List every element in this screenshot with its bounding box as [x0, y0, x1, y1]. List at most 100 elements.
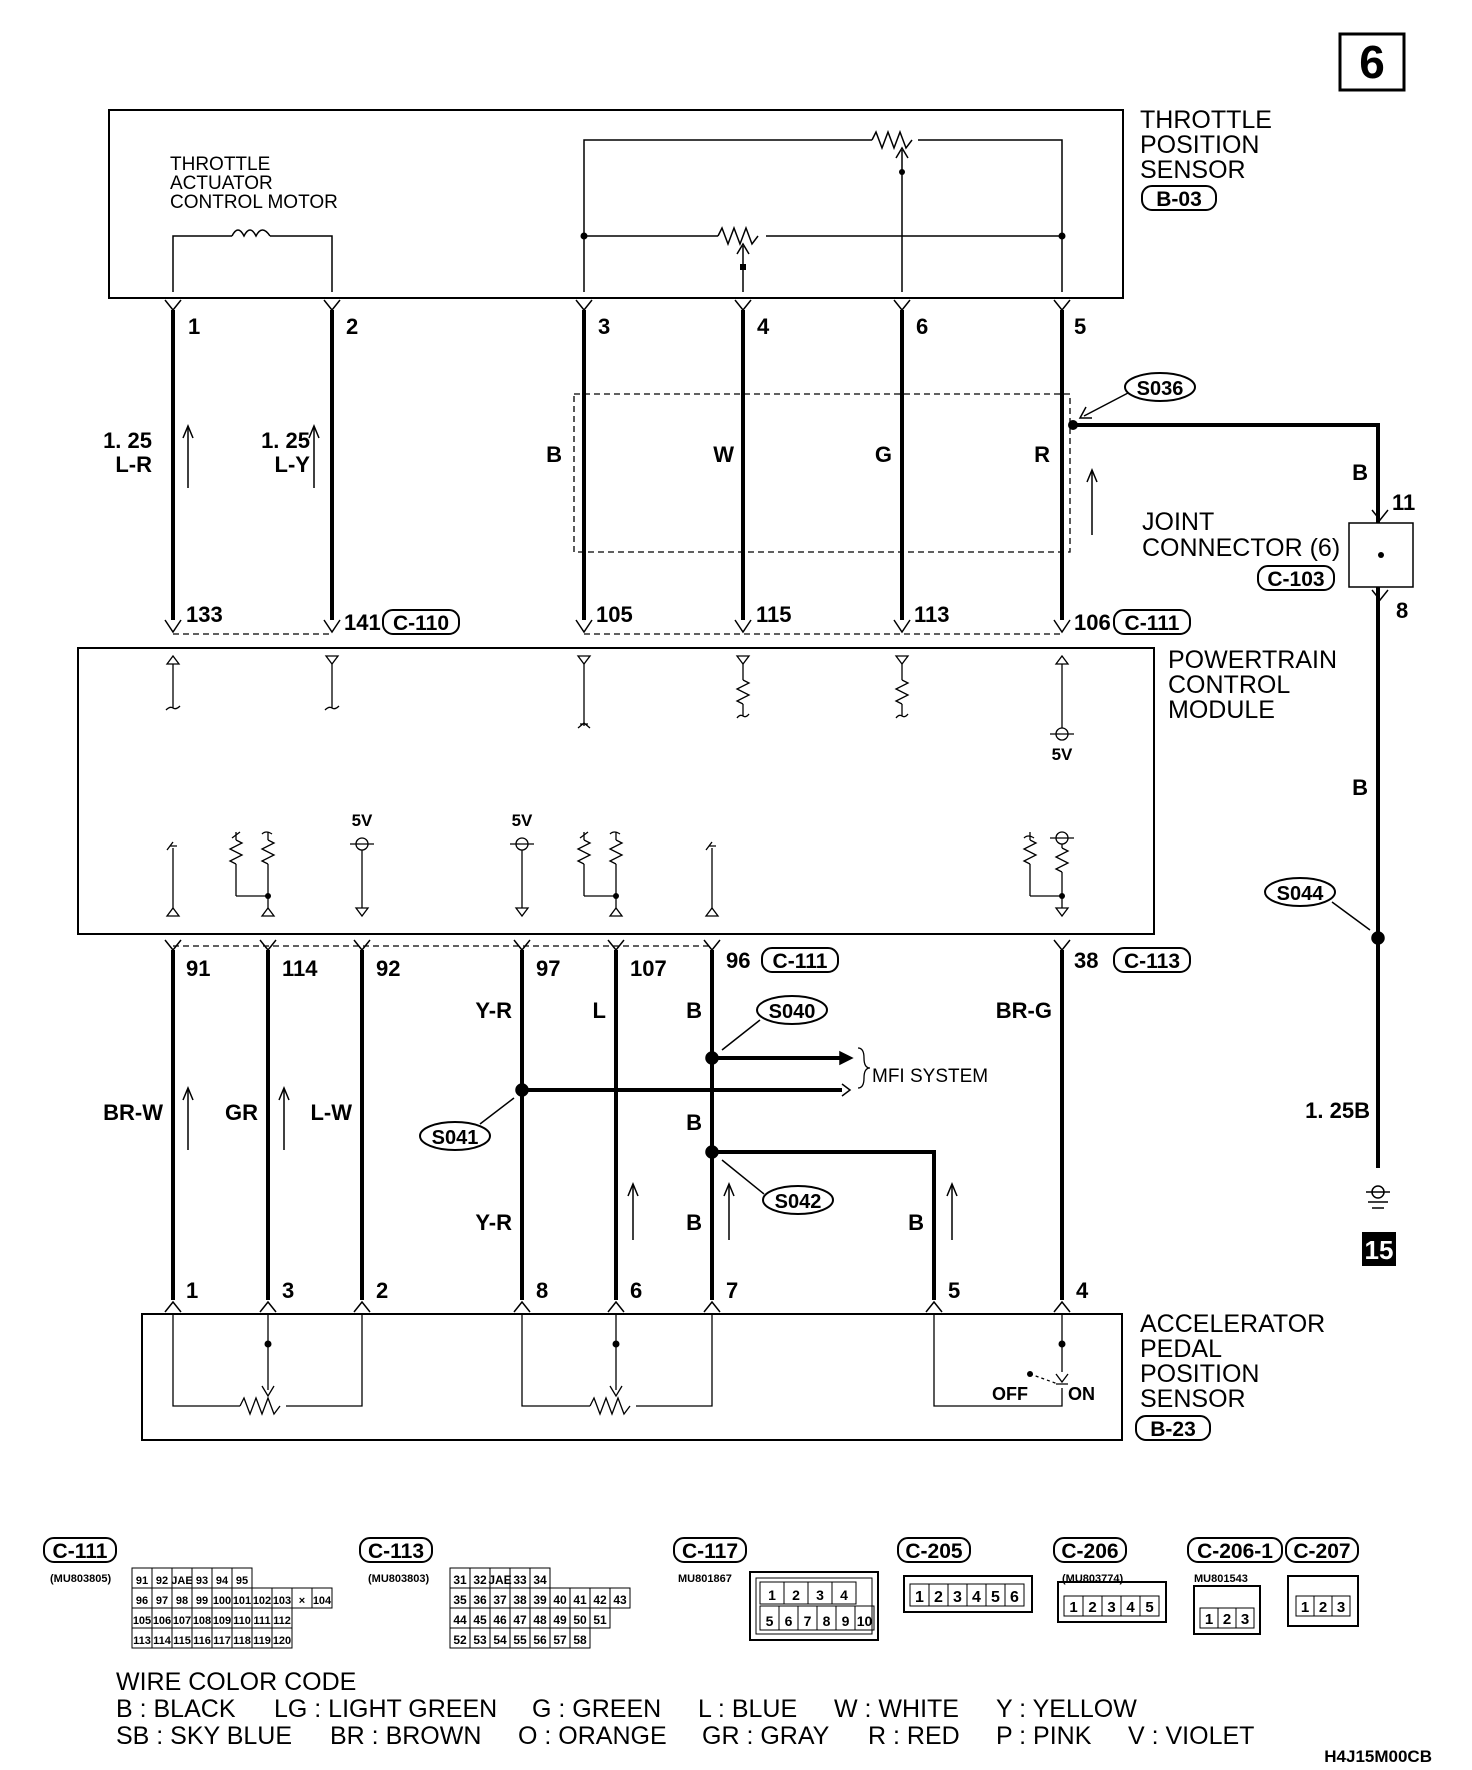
wire-label-8: B [1352, 775, 1368, 800]
c111-pin-label: 110 [233, 1615, 251, 1627]
c113-cell [589, 1607, 611, 1629]
c111-pin-label: 113 [133, 1635, 151, 1647]
svg-text:S040: S040 [769, 1001, 816, 1023]
svg-text:S042: S042 [775, 1191, 822, 1213]
c113-pin-label: 54 [493, 1633, 507, 1647]
wire-color-legend: WIRE COLOR CODE B : BLACK LG : LIGHT GRE… [116, 1668, 1432, 1766]
c2061-pin-label: 2 [1223, 1611, 1231, 1628]
accelerator-pedal-position-sensor: ACCELERATOR PEDAL POSITION SENSOR B-23 O… [141, 1310, 1325, 1441]
resistor-icon [871, 129, 913, 151]
c111-pin-label: 96 [136, 1595, 148, 1607]
wire-label-brw: BR-W [103, 1100, 163, 1125]
c2061-part: MU801543 [1194, 1573, 1248, 1585]
c2061-pin-label: 1 [1205, 1611, 1213, 1628]
ground-number: 15 [1365, 1235, 1394, 1265]
tps-pin-arrows [164, 299, 1071, 312]
motor-name-2: ACTUATOR [170, 173, 273, 194]
coil-icon [231, 229, 271, 238]
c113-pin-label: 47 [513, 1613, 527, 1627]
legend-l: L : BLUE [698, 1695, 797, 1723]
c113-pin-label: 50 [573, 1613, 587, 1627]
legend-lg: LG : LIGHT GREEN [274, 1695, 497, 1723]
legend-br: BR : BROWN [330, 1722, 481, 1750]
svg-text:S044: S044 [1277, 883, 1325, 905]
joint-name-1: JOINT [1142, 508, 1214, 536]
mfi-system-label: MFI SYSTEM [872, 1066, 988, 1087]
c207-id: C-207 [1293, 1540, 1350, 1563]
splice-s040: S040 [721, 995, 828, 1051]
tps-pin-6: 6 [916, 314, 928, 339]
c111-pin-label: 112 [273, 1615, 291, 1627]
pcm-pin-105: 105 [596, 602, 633, 627]
c117-pin-label: 5 [766, 1613, 774, 1629]
c111-pin-label: 92 [156, 1575, 168, 1587]
apps-name-1: ACCELERATOR [1140, 1310, 1325, 1338]
shield-box [573, 393, 1071, 553]
c111-pin-label: 117 [213, 1635, 231, 1647]
wire-label-1a: 1. 25 [103, 428, 152, 453]
page-number: 6 [1359, 36, 1385, 88]
c117-cell [831, 1581, 857, 1605]
c113-pin-label: 31 [453, 1573, 467, 1587]
legend-sb: SB : SKY BLUE [116, 1722, 292, 1750]
pcm-bottom-arrows [164, 939, 1071, 952]
svg-text:S041: S041 [432, 1127, 479, 1149]
c111-part: (MU803805) [50, 1573, 111, 1585]
apps-pin-8: 8 [536, 1278, 548, 1303]
pcm-name-1: POWERTRAIN [1168, 646, 1337, 674]
c111-cell [311, 1587, 333, 1609]
c206-pin-label: 1 [1069, 1599, 1077, 1616]
c2061-id: C-206-1 [1197, 1540, 1273, 1563]
ground-symbol [1366, 1185, 1390, 1209]
apps-off-label: OFF [992, 1384, 1028, 1404]
c111-pin-label: 108 [193, 1615, 211, 1627]
c113-pin-label: 43 [613, 1593, 627, 1607]
pcm-5v-b: 5V [512, 811, 533, 830]
pcm-connector-c113: C-113 [1124, 950, 1180, 973]
c205-pin-label: 4 [972, 1589, 981, 1606]
c207-pin-label: 2 [1319, 1599, 1327, 1616]
c113-pin-label: 40 [553, 1593, 567, 1607]
c206-pin-label: 4 [1126, 1599, 1135, 1616]
wire-label-b-b: B [686, 1110, 702, 1135]
pcm-connector-c111-top: C-111 [1125, 612, 1180, 635]
wire-label-yr-a: Y-R [475, 998, 512, 1023]
pcm-name-3: MODULE [1168, 696, 1275, 724]
c206-cell [1139, 1595, 1160, 1617]
apps-pin-1: 1 [186, 1278, 198, 1303]
top-wires [171, 310, 1380, 1168]
apps-pin-5: 5 [948, 1278, 960, 1303]
c111-pin-label: 100 [213, 1595, 231, 1607]
tps-pin-4: 4 [757, 314, 770, 339]
wire-label-2a: 1. 25 [261, 428, 310, 453]
c111-pin-label: 104 [313, 1595, 332, 1607]
svg-text:S036: S036 [1137, 378, 1184, 400]
wire-label-yr-b: Y-R [475, 1210, 512, 1235]
pcm-top-connector-tags: C-110 C-111 [382, 609, 1191, 635]
pcm-pin-114: 114 [282, 956, 318, 981]
apps-pin-2: 2 [376, 1278, 388, 1303]
c113-pin-label: 38 [513, 1593, 527, 1607]
pcm-5v-top: 5V [1052, 745, 1073, 764]
apps-pin-4: 4 [1076, 1278, 1089, 1303]
powertrain-control-module: POWERTRAIN CONTROL MODULE 5V [77, 646, 1337, 935]
pcm-5v-a: 5V [352, 811, 373, 830]
c113-pin-label: 44 [453, 1613, 467, 1627]
joint-name-2: CONNECTOR (6) [1142, 534, 1340, 562]
wire-label-b-a: B [686, 998, 702, 1023]
resistor-icon [717, 225, 759, 247]
tps-connector: B-03 [1156, 188, 1202, 211]
doc-code: H4J15M00CB [1324, 1747, 1432, 1766]
c113-cell [569, 1627, 591, 1649]
pcm-pin-115: 115 [756, 602, 792, 627]
pcm-pin-91: 91 [186, 956, 210, 981]
c111-pin-label: JAE [171, 1575, 192, 1587]
wire-label-b-d: B [908, 1210, 924, 1235]
c117-pin-label: 1 [768, 1587, 776, 1603]
c113-pin-label: 58 [573, 1633, 587, 1647]
c111-pin-label: 105 [133, 1615, 151, 1627]
wire-label-gr: GR [225, 1100, 258, 1125]
